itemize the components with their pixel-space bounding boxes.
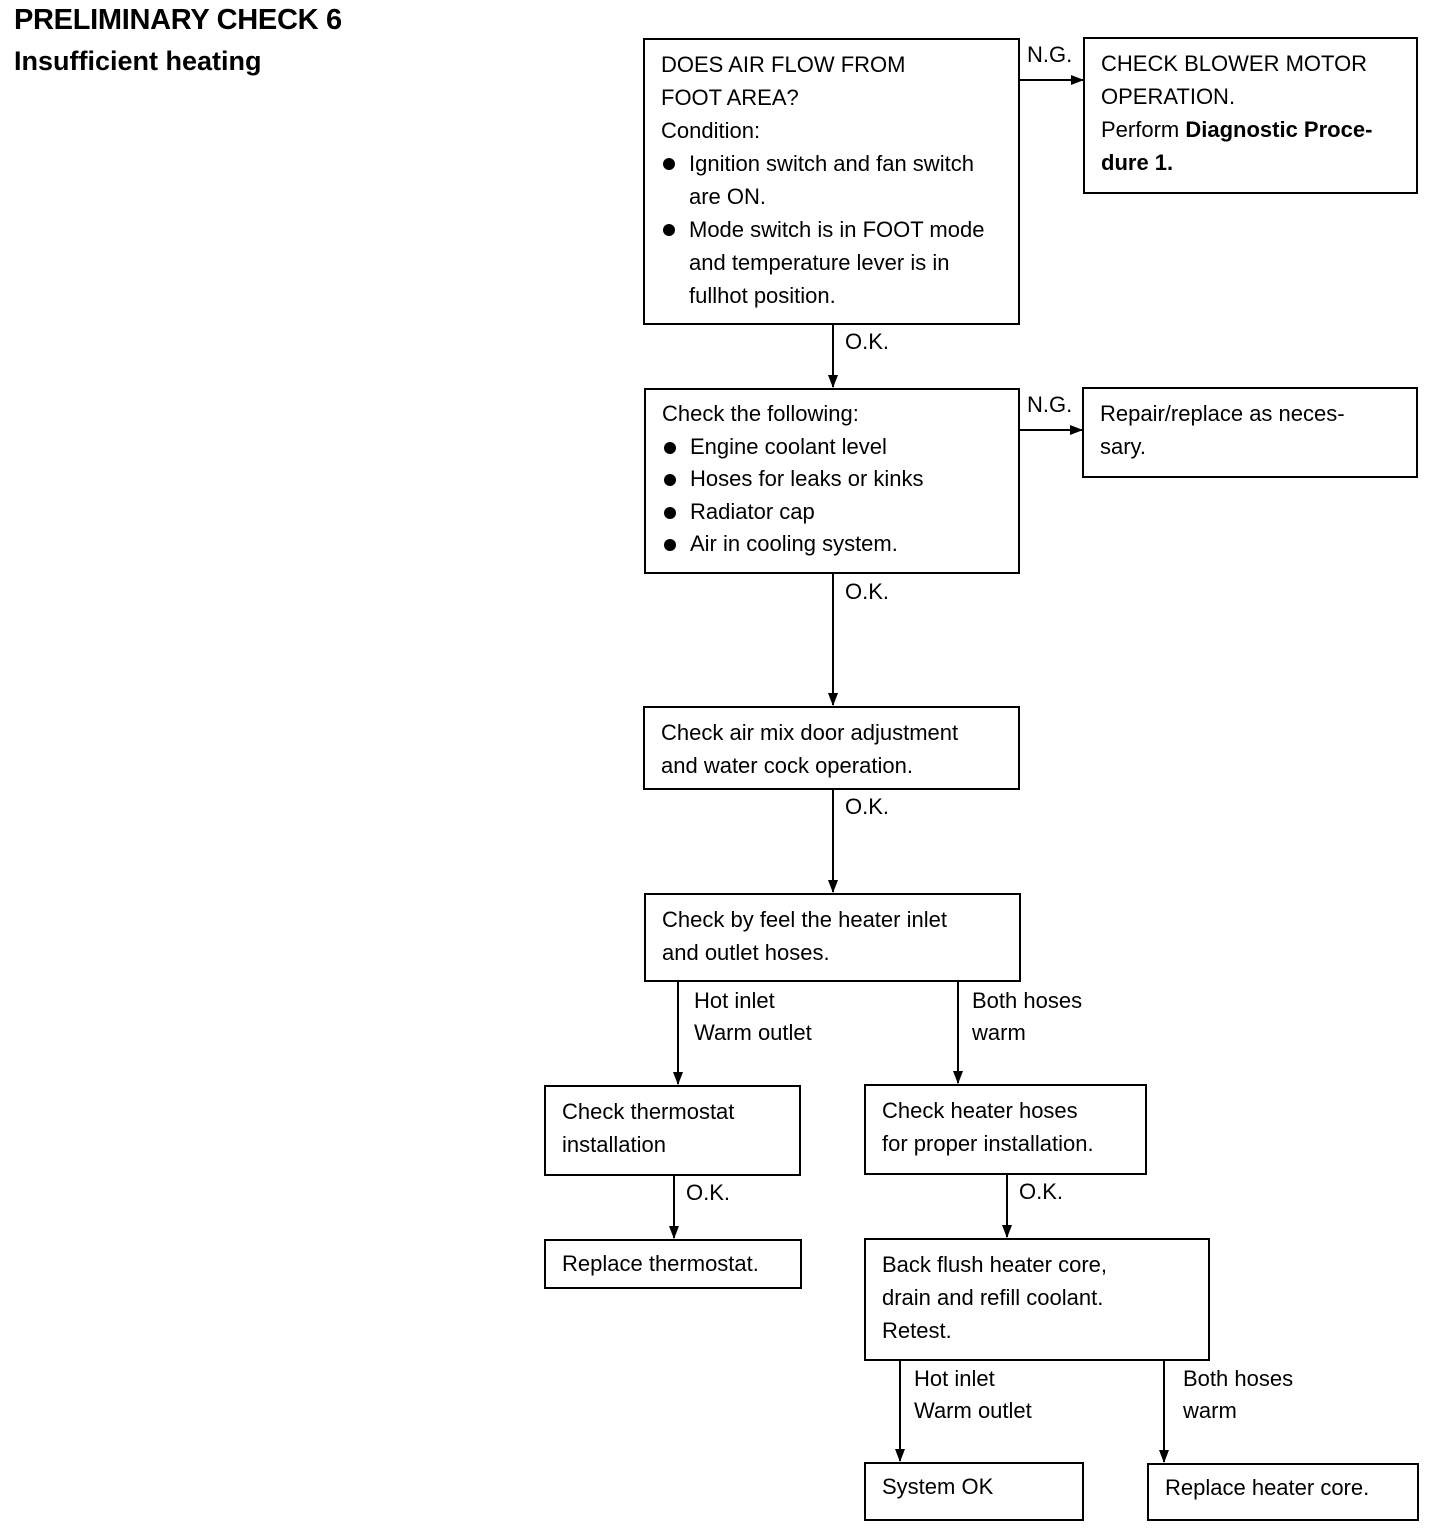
- diagnostic-procedure-ref: Diagnostic Proce-: [1185, 117, 1373, 142]
- node-text-line: Perform Diagnostic Proce-: [1101, 113, 1406, 146]
- node-text-line: Retest.: [882, 1318, 952, 1343]
- node-text-line: for proper installation.: [882, 1131, 1094, 1156]
- label-both-hoses: Both hoses: [972, 988, 1083, 1013]
- label-hot-inlet: Hot inlet: [694, 988, 775, 1013]
- label-ok: O.K.: [845, 579, 890, 604]
- node-text-line: dure 1.: [1101, 146, 1406, 179]
- node-text-line: Check heater hoses: [882, 1098, 1078, 1123]
- label-ng: N.G.: [1027, 392, 1073, 417]
- perform-prefix: Perform: [1101, 117, 1186, 142]
- node-text-line: Check air mix door adjustment: [661, 720, 959, 745]
- node-text-line: Back flush heater core,: [882, 1252, 1108, 1277]
- node-heater-hoses-installation: Check heater hoses for proper installati…: [864, 1084, 1147, 1175]
- check-item: Air in cooling system.: [662, 528, 1008, 561]
- label-ok: O.K.: [845, 329, 890, 354]
- node-text-line: and outlet hoses.: [662, 940, 830, 965]
- node-back-flush-heater-core: Back flush heater core, drain and refill…: [864, 1238, 1210, 1361]
- condition-item: Mode switch is in FOOT mode and temperat…: [661, 213, 1009, 312]
- node-text-line: and water cock operation.: [661, 753, 913, 778]
- node-text-line: Repair/replace as neces-: [1100, 401, 1345, 426]
- check-item: Hoses for leaks or kinks: [662, 463, 1008, 496]
- node-repair-replace: Repair/replace as neces- sary.: [1082, 387, 1418, 478]
- node-replace-heater-core: Replace heater core.: [1147, 1463, 1419, 1521]
- node-air-mix-door: Check air mix door adjustment and water …: [643, 706, 1020, 790]
- node-text-line: drain and refill coolant.: [882, 1285, 1104, 1310]
- label-warm-outlet: Warm outlet: [914, 1398, 1032, 1423]
- condition-list: Ignition switch and fan switch are ON. M…: [661, 147, 1008, 312]
- node-check-blower-motor: CHECK BLOWER MOTOR OPERATION. Perform Di…: [1083, 37, 1418, 194]
- diagnostic-procedure-ref: dure 1.: [1101, 150, 1174, 175]
- check-item: Radiator cap: [662, 496, 1008, 529]
- node-thermostat-installation: Check thermostat installation: [544, 1085, 801, 1176]
- node-text-line: sary.: [1100, 434, 1147, 459]
- label-ok: O.K.: [845, 794, 890, 819]
- node-text-line: System OK: [882, 1474, 994, 1499]
- node-text-line: Check thermostat: [562, 1099, 735, 1124]
- node-text-line: CHECK BLOWER MOTOR: [1101, 51, 1368, 76]
- page-subtitle: Insufficient heating: [14, 46, 262, 76]
- node-text-line: Condition:: [661, 118, 761, 143]
- node-text-line: OPERATION.: [1101, 84, 1236, 109]
- node-text-line: installation: [562, 1132, 666, 1157]
- label-both-hoses: Both hoses: [1183, 1366, 1294, 1391]
- condition-item: Ignition switch and fan switch are ON.: [661, 147, 989, 213]
- label-hot-inlet: Hot inlet: [914, 1366, 995, 1391]
- label-warm: warm: [972, 1020, 1026, 1045]
- node-replace-thermostat: Replace thermostat.: [544, 1239, 802, 1289]
- node-text-line: Replace thermostat.: [562, 1251, 759, 1276]
- node-text-line: Check by feel the heater inlet: [662, 907, 947, 932]
- label-ok: O.K.: [1019, 1179, 1064, 1204]
- page-title: PRELIMINARY CHECK 6: [14, 4, 342, 36]
- label-ok: O.K.: [686, 1180, 731, 1205]
- label-warm: warm: [1183, 1398, 1237, 1423]
- check-list: Engine coolant level Hoses for leaks or …: [662, 431, 1008, 561]
- label-warm-outlet: Warm outlet: [694, 1020, 812, 1045]
- node-text-line: FOOT AREA?: [661, 85, 799, 110]
- node-air-flow-check: DOES AIR FLOW FROM FOOT AREA? Condition:…: [643, 38, 1020, 325]
- node-feel-heater-hoses: Check by feel the heater inlet and outle…: [644, 893, 1021, 982]
- label-ng: N.G.: [1027, 42, 1073, 67]
- node-heading: Check the following:: [662, 401, 859, 426]
- node-system-ok: System OK: [864, 1462, 1084, 1521]
- node-text-line: DOES AIR FLOW FROM: [661, 52, 906, 77]
- check-item: Engine coolant level: [662, 431, 1008, 464]
- node-text-line: Replace heater core.: [1165, 1475, 1370, 1500]
- node-check-the-following: Check the following: Engine coolant leve…: [644, 388, 1020, 574]
